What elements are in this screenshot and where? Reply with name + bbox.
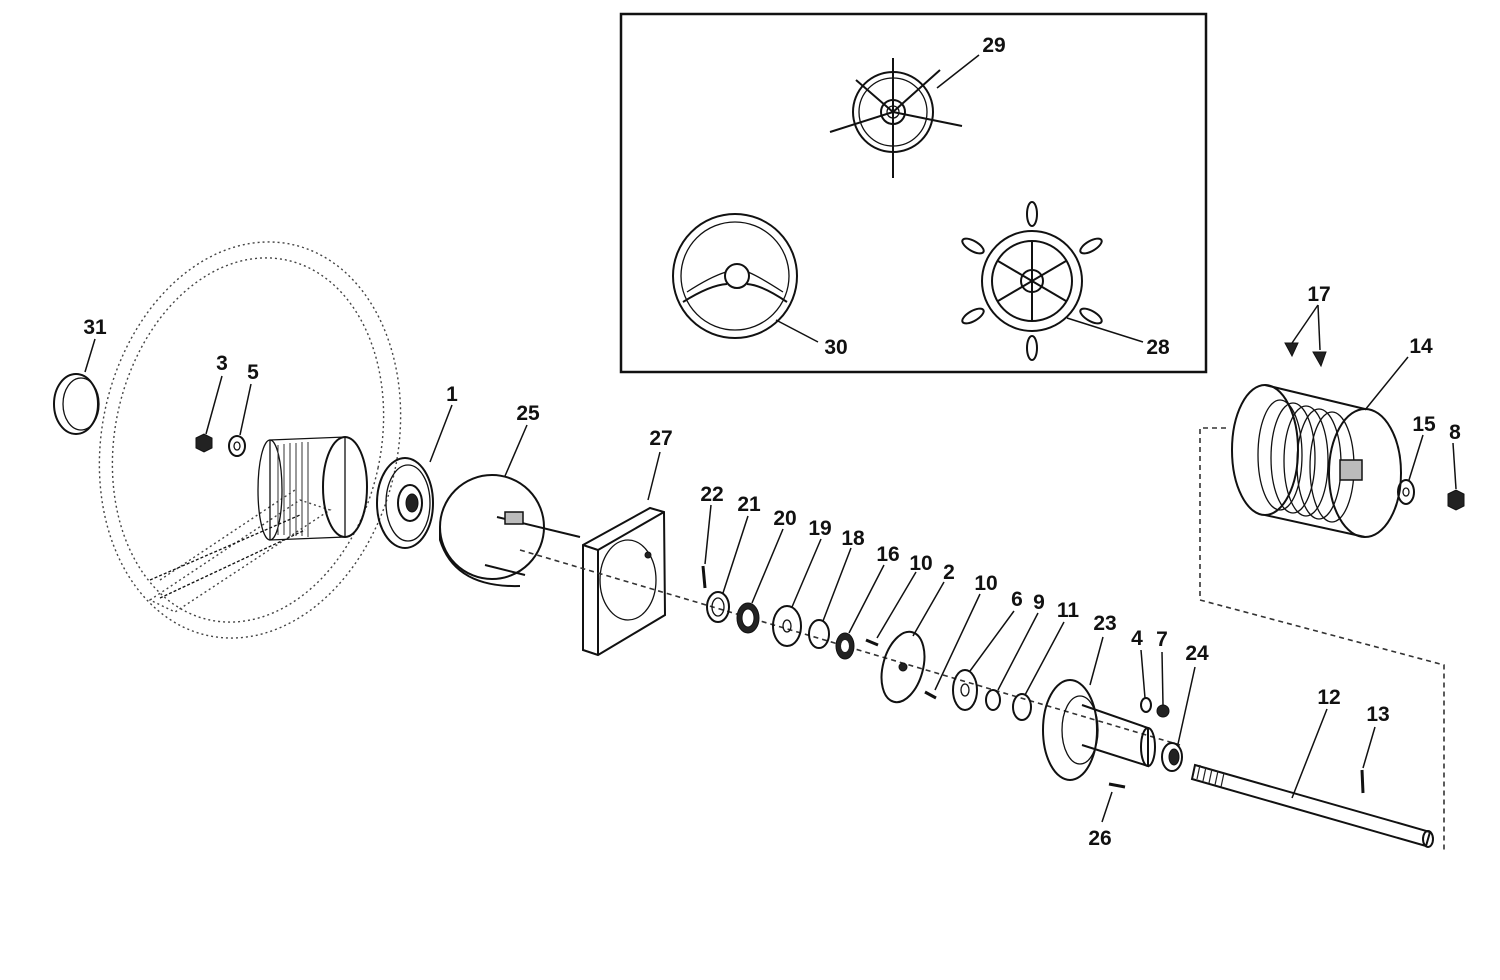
callout-7: 7 bbox=[1156, 628, 1168, 651]
part-20-bearing bbox=[736, 602, 760, 634]
part-6-washer bbox=[952, 669, 978, 711]
part-18-washer bbox=[808, 619, 830, 649]
wheel-29-spoked bbox=[829, 58, 963, 178]
callout-11: 11 bbox=[1057, 599, 1080, 622]
part-4-washer bbox=[1140, 697, 1152, 713]
callout-21: 21 bbox=[737, 493, 761, 516]
callout-2: 2 bbox=[943, 561, 955, 584]
callout-15: 15 bbox=[1412, 413, 1436, 436]
part-16-bearing bbox=[835, 632, 855, 660]
part-10-screw-lower bbox=[924, 690, 937, 700]
part-19-washer bbox=[772, 605, 802, 647]
callout-13: 13 bbox=[1366, 703, 1389, 726]
wheel-hub bbox=[149, 436, 368, 599]
part-5-washer bbox=[228, 435, 246, 457]
drum-group-bracket bbox=[1199, 427, 1445, 850]
callout-10-lower: 10 bbox=[974, 572, 997, 595]
callout-8: 8 bbox=[1449, 421, 1461, 444]
callout-labels: 1 2 3 4 5 6 7 8 9 10 10 11 12 13 14 15 1… bbox=[83, 34, 1461, 850]
part-9-ring bbox=[985, 689, 1001, 711]
part-1-bearing-plate bbox=[376, 457, 434, 549]
callout-23: 23 bbox=[1093, 612, 1116, 635]
callout-18: 18 bbox=[841, 527, 865, 550]
part-10-screw-upper bbox=[865, 638, 879, 647]
callout-27: 27 bbox=[649, 427, 672, 450]
inset-alternate-wheels bbox=[619, 12, 1208, 374]
callout-17: 17 bbox=[1307, 283, 1330, 306]
part-15-washer bbox=[1397, 479, 1415, 505]
part-22-pin bbox=[701, 565, 707, 589]
part-3-nut bbox=[195, 433, 213, 453]
callout-9: 9 bbox=[1033, 591, 1045, 614]
part-27-mounting-plate bbox=[582, 506, 667, 657]
callout-19: 19 bbox=[808, 517, 831, 540]
callout-16: 16 bbox=[876, 543, 899, 566]
callout-12: 12 bbox=[1317, 686, 1340, 709]
callout-28: 28 bbox=[1146, 336, 1170, 359]
wheel-28-ship bbox=[961, 201, 1103, 361]
part-7-nut bbox=[1156, 704, 1170, 718]
part-12-shaft bbox=[1190, 763, 1434, 848]
part-23-flange bbox=[1042, 679, 1156, 781]
callout-10-upper: 10 bbox=[909, 552, 932, 575]
part-31-hub-cap bbox=[53, 373, 100, 435]
callout-29: 29 bbox=[982, 34, 1005, 57]
part-24-bushing bbox=[1161, 742, 1183, 772]
part-14-drum bbox=[1231, 384, 1402, 538]
callout-14: 14 bbox=[1409, 335, 1433, 358]
callout-6: 6 bbox=[1011, 588, 1023, 611]
callout-22: 22 bbox=[700, 483, 723, 506]
callout-1: 1 bbox=[446, 383, 458, 406]
callout-31: 31 bbox=[83, 316, 107, 339]
callout-30: 30 bbox=[824, 336, 847, 359]
callout-4: 4 bbox=[1131, 627, 1143, 650]
callout-24: 24 bbox=[1185, 642, 1209, 665]
part-21-seal bbox=[706, 591, 730, 623]
inset-frame bbox=[619, 12, 1208, 374]
part-8-nut bbox=[1447, 489, 1465, 511]
callout-25: 25 bbox=[516, 402, 540, 425]
callout-5: 5 bbox=[247, 361, 259, 384]
callout-3: 3 bbox=[216, 352, 228, 375]
leader-lines bbox=[84, 54, 1457, 823]
part-26-bolt bbox=[1108, 782, 1126, 789]
wheel-30-two-spoke bbox=[672, 213, 798, 339]
part-2-disc bbox=[880, 630, 926, 704]
part-13-pin bbox=[1360, 769, 1365, 794]
part-17-clips bbox=[1284, 342, 1327, 368]
callout-26: 26 bbox=[1088, 827, 1111, 850]
callout-20: 20 bbox=[773, 507, 796, 530]
part-11-washer bbox=[1012, 693, 1032, 721]
steering-wheel-phantom bbox=[98, 241, 402, 639]
part-25-housing bbox=[439, 474, 581, 588]
